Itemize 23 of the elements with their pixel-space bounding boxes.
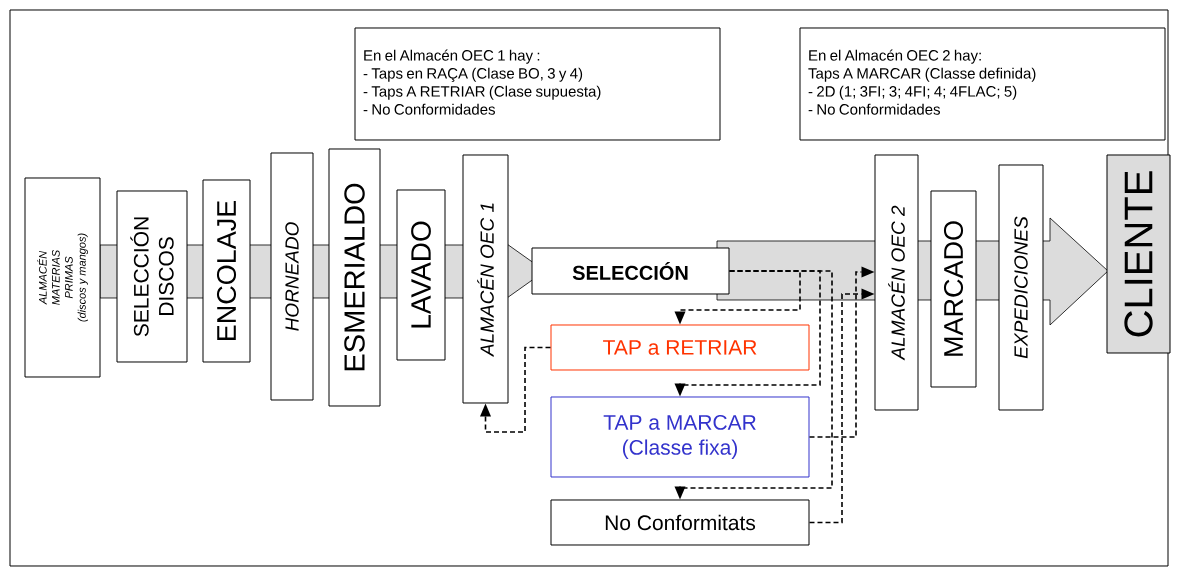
process-box: ALMACÉN OEC 2 — [874, 154, 919, 411]
arrow — [480, 346, 552, 433]
process-box: SELECCIÓN DISCOS — [116, 190, 188, 363]
process-box: No Conformitats — [550, 499, 810, 546]
arrow — [808, 288, 875, 524]
client-box: CLIENTE — [1106, 154, 1171, 354]
process-box: SELECCIÓN — [531, 247, 730, 295]
process-box: ENCOLAJE — [202, 179, 251, 363]
note-box: En el Almacén OEC 1 hay : - Taps en RAÇA (Clase BO, 3 y 4) - Taps A RETRIAR (Clase supuesta) - No Conformidades — [354, 27, 721, 141]
arrow — [674, 270, 821, 397]
note-box: En el Almacén OEC 2 hay: Taps A MARCAR (Classe definida) - 2D (1; 3FI; 3; 4FI; 4; 4FLAC; 5) - No Conformidades — [799, 27, 1166, 141]
process-box: EXPEDICIONES — [998, 164, 1044, 411]
process-box: MARCADO — [930, 190, 977, 388]
process-box: ALMACÉN MATERIAS PRIMAS (discos y mangos) — [24, 177, 101, 378]
process-box: HORNEADO — [270, 152, 314, 401]
process-box: ESMERIALDO — [328, 148, 381, 407]
arrow — [674, 270, 801, 325]
arrow — [808, 266, 875, 438]
process-box: LAVADO — [396, 189, 446, 361]
arrow — [674, 270, 833, 500]
process-box: TAP a MARCAR (Classe fixa) — [550, 396, 810, 478]
process-box: ALMACÉN OEC 1 — [462, 154, 509, 404]
process-box: TAP a RETRIAR — [550, 324, 810, 371]
